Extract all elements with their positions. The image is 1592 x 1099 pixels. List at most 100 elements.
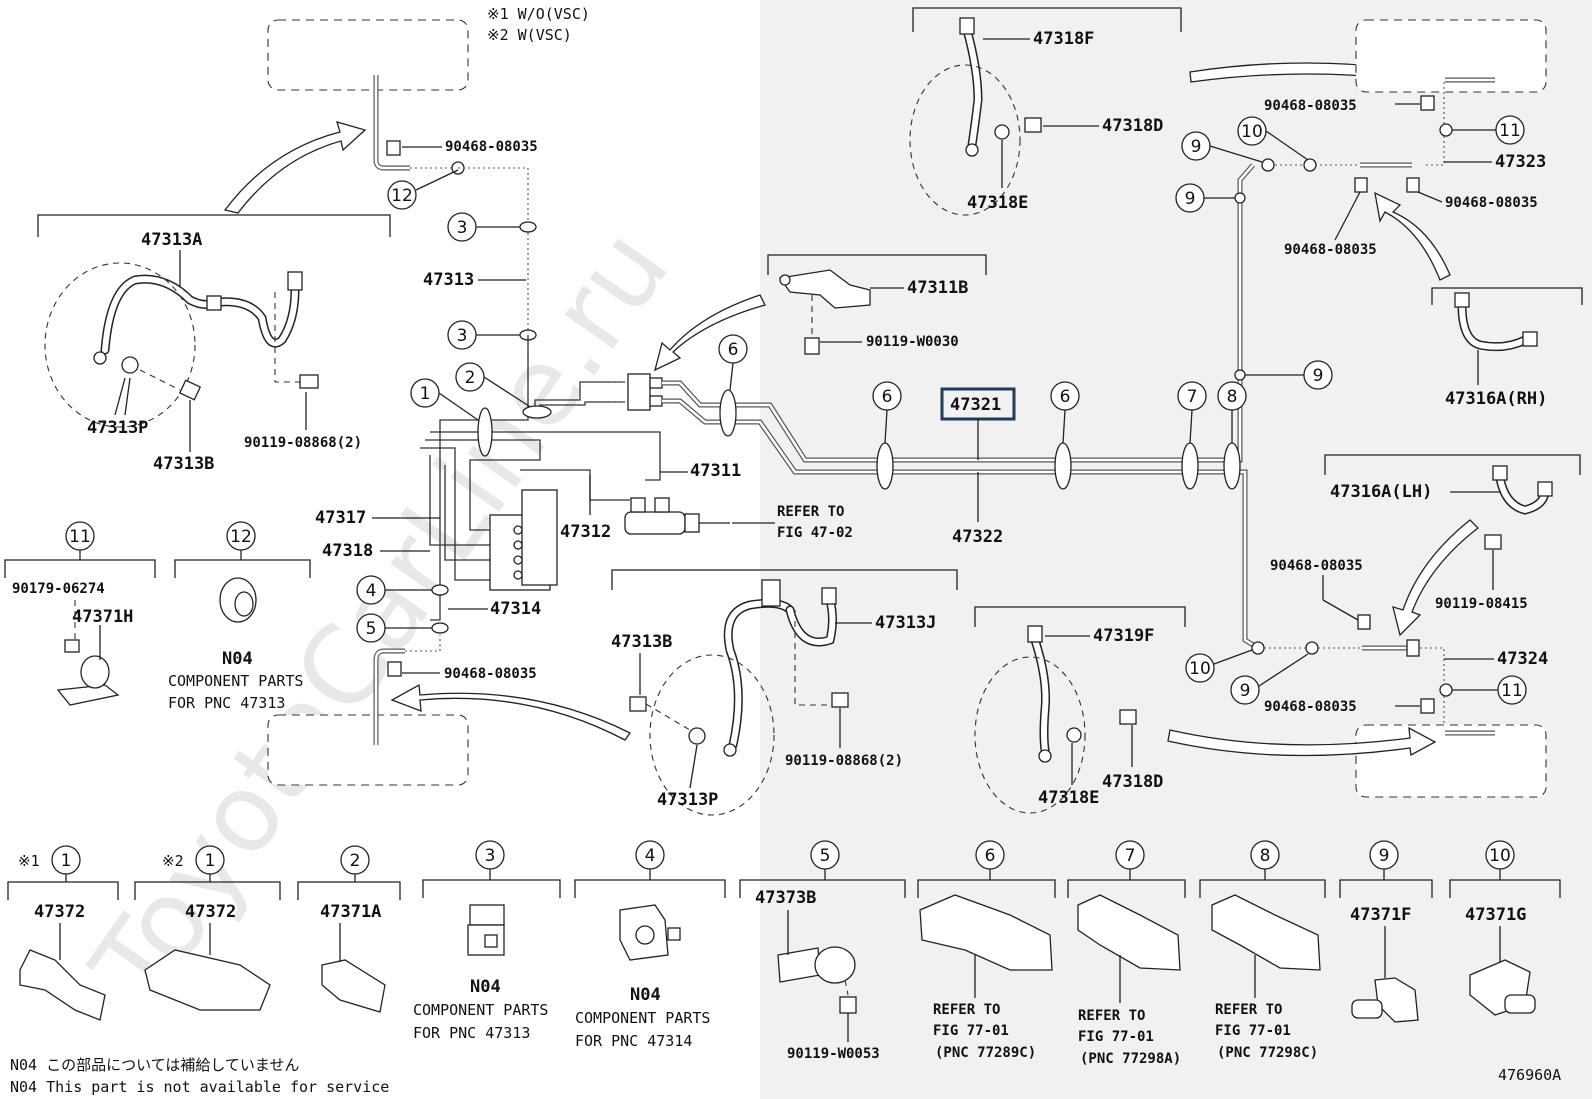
label-90119-08868-left: 90119-08868(2) bbox=[244, 435, 362, 451]
brake-hose-47313J bbox=[629, 579, 849, 816]
label-90468-right-c: 90468-08035 bbox=[1284, 242, 1377, 258]
callout-12-number: 12 bbox=[391, 186, 413, 206]
curved-arrow-icon bbox=[654, 294, 766, 372]
callout-4-bottom-number: 4 bbox=[645, 846, 656, 866]
label-47317: 47317 bbox=[315, 508, 366, 528]
ref6-line-1: REFER TO bbox=[933, 1002, 1000, 1018]
label-refer-to: REFER TO bbox=[777, 504, 844, 520]
clamp-8-icon bbox=[1211, 894, 1321, 971]
callout-7-number: 7 bbox=[1187, 387, 1198, 407]
callout-9-bottom-number: 9 bbox=[1379, 846, 1390, 866]
label-47312: 47312 bbox=[560, 522, 611, 542]
component-parts-3-1: COMPONENT PARTS bbox=[413, 1001, 548, 1019]
clip-47371F-icon bbox=[1351, 977, 1419, 1023]
clamp-47373B-icon bbox=[777, 946, 857, 1014]
bolt-icon bbox=[178, 379, 202, 401]
label-47313J: 47313J bbox=[875, 613, 936, 633]
pipe-clip-icon bbox=[1406, 177, 1420, 193]
pipe-clamp-icon bbox=[522, 405, 552, 419]
brake-hose-47313A bbox=[44, 262, 319, 428]
label-47311: 47311 bbox=[690, 461, 741, 481]
bolt-icon bbox=[629, 696, 647, 712]
pipe-clip-icon bbox=[1420, 698, 1435, 714]
brake-hose-47316A-RH bbox=[1454, 292, 1538, 352]
pipe-clamp-icon bbox=[1181, 442, 1199, 490]
callout-8-bottom-number: 8 bbox=[1260, 846, 1271, 866]
pipe-clip-icon bbox=[386, 140, 401, 156]
callout-2-number: 2 bbox=[465, 368, 476, 388]
clip-47371G-icon bbox=[1469, 959, 1536, 1016]
label-47372-b: 47372 bbox=[185, 902, 236, 922]
label-47313P-left: 47313P bbox=[87, 418, 148, 438]
actuator-pipe-cluster bbox=[420, 335, 661, 621]
bolt-icon bbox=[1484, 534, 1502, 550]
bolt-icon bbox=[1119, 709, 1137, 725]
rear-left-wheel-box bbox=[1355, 724, 1547, 798]
pipe-clip-icon bbox=[1420, 95, 1435, 111]
curved-arrow-icon bbox=[223, 121, 367, 214]
washer-icon bbox=[121, 356, 139, 374]
ref6-line-2: FIG 77-01 bbox=[933, 1023, 1009, 1039]
callout-1-number: 1 bbox=[420, 384, 431, 404]
main-brake-pipes bbox=[662, 163, 1260, 651]
callout-10b-number: 10 bbox=[1189, 659, 1211, 679]
ref8-line-1: REFER TO bbox=[1215, 1002, 1282, 1018]
note-2: ※2 W(VSC) bbox=[487, 26, 572, 44]
label-90468-top-left: 90468-08035 bbox=[445, 139, 538, 155]
label-47321: 47321 bbox=[950, 395, 1001, 415]
curved-arrow-icon bbox=[1167, 726, 1437, 757]
master-cylinder bbox=[624, 497, 730, 535]
callout-7-bottom-number: 7 bbox=[1125, 846, 1136, 866]
callout-8-number: 8 bbox=[1227, 387, 1238, 407]
pipe-clamp-icon bbox=[876, 442, 894, 490]
bottom-left-cylinder-box bbox=[267, 635, 469, 786]
label-47318E-top: 47318E bbox=[967, 193, 1028, 213]
label-47314: 47314 bbox=[490, 599, 541, 619]
component-parts-4-2: FOR PNC 47314 bbox=[575, 1032, 692, 1050]
label-47371G: 47371G bbox=[1465, 905, 1526, 925]
pipe-clip-icon bbox=[387, 661, 402, 677]
pipe-47324 bbox=[1251, 639, 1445, 690]
pipe-clamp-icon bbox=[477, 407, 493, 457]
callout-11c-number: 11 bbox=[69, 527, 91, 547]
clip-4-icon bbox=[619, 904, 681, 961]
ref8-line-2: FIG 77-01 bbox=[1215, 1023, 1291, 1039]
pipe-clip-icon bbox=[1357, 614, 1371, 630]
label-47324: 47324 bbox=[1497, 649, 1548, 669]
clip-3-icon bbox=[467, 904, 505, 956]
callout-11-number: 11 bbox=[1499, 121, 1521, 141]
bolt-icon bbox=[831, 692, 849, 708]
rear-right-wheel-box bbox=[1355, 19, 1547, 93]
pipe-clamp-icon bbox=[431, 622, 449, 634]
callout-9c-number: 9 bbox=[1313, 366, 1324, 386]
component-parts-3-2: FOR PNC 47313 bbox=[413, 1024, 530, 1042]
component-parts-side-1: COMPONENT PARTS bbox=[168, 672, 303, 690]
label-47313: 47313 bbox=[423, 270, 474, 290]
label-n04-4: N04 bbox=[630, 985, 661, 1005]
label-90468-lh-b: 90468-08035 bbox=[1264, 699, 1357, 715]
bolt-icon bbox=[839, 996, 857, 1014]
bolt-icon bbox=[804, 337, 820, 355]
label-90119-W0053: 90119-W0053 bbox=[787, 1046, 880, 1062]
label-fig-47-02: FIG 47-02 bbox=[777, 525, 853, 541]
label-47318E-bottom: 47318E bbox=[1038, 788, 1099, 808]
pipe-47323 bbox=[1261, 158, 1420, 193]
callout-4-number: 4 bbox=[366, 581, 377, 601]
callout-9d-icon bbox=[1230, 675, 1260, 705]
pipe-clip-icon bbox=[1406, 639, 1420, 657]
label-47313B-left: 47313B bbox=[153, 454, 214, 474]
label-47318D-bottom: 47318D bbox=[1102, 772, 1163, 792]
callout-10b-icon bbox=[1185, 653, 1215, 683]
brake-hose-47318F bbox=[909, 17, 1042, 216]
pipe-clamp-icon bbox=[1054, 442, 1072, 490]
brake-hose-47316A-LH bbox=[1484, 465, 1553, 550]
bolt-icon bbox=[1024, 117, 1042, 133]
clamp-6-icon bbox=[919, 894, 1053, 971]
label-n04-side: N04 bbox=[222, 649, 253, 669]
ref7-line-2: FIG 77-01 bbox=[1078, 1029, 1154, 1045]
curved-arrow-icon bbox=[390, 683, 631, 741]
pipe-clamp-icon bbox=[1223, 442, 1241, 490]
label-47316A-RH: 47316A(RH) bbox=[1445, 389, 1547, 409]
callout-6-bottom-number: 6 bbox=[985, 846, 996, 866]
pipe-clip-icon bbox=[1354, 177, 1368, 193]
